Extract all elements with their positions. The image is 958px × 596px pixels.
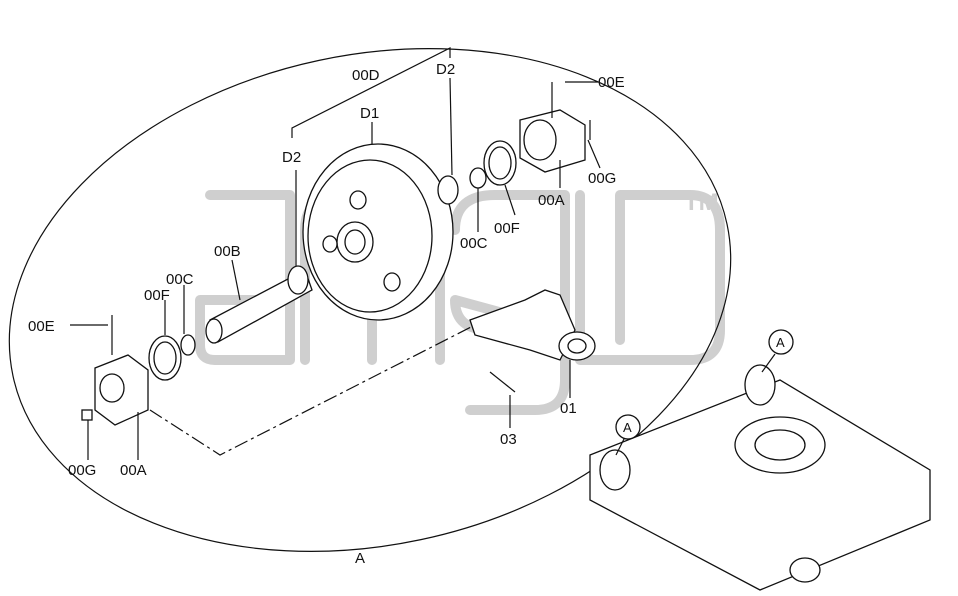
shaft [205,265,313,344]
label-detail-A1: A [776,335,785,350]
assembly-axis [149,324,476,456]
trademark-mark: TM [684,189,719,216]
d-group-bracket [291,47,451,138]
label-00F-left: 00F [144,287,170,304]
label-D1: D1 [360,105,379,122]
label-00C-top: 00C [460,235,488,252]
label-01: 01 [560,400,577,417]
label-00E-left: 00E [28,318,55,335]
callout-labels: 00D D1 D2 D2 00E 00E 00A 00A 00G 00G 00F… [28,61,785,567]
bracket-left [81,315,149,426]
label-00B: 00B [214,243,241,260]
d2-top-leader [449,77,453,176]
label-D2-left: D2 [282,149,301,166]
left-rings [148,334,196,381]
label-00A-top: 00A [538,192,565,209]
label-00A-left: 00A [120,462,147,479]
label-00G-left: 00G [68,462,96,479]
label-00F-top: 00F [494,220,520,237]
label-00G-top: 00G [588,170,616,187]
section-ellipse [8,48,732,552]
bolt [489,371,516,393]
label-detail-A2: A [623,420,632,435]
bracket-right [519,82,591,173]
collar-right [437,140,517,205]
arm-bracket [469,289,596,361]
undercarriage-frame [589,329,931,591]
label-D2-top: D2 [436,61,455,78]
leader-lines [70,81,601,460]
label-00D: 00D [352,67,380,84]
idler-wheel [302,143,454,321]
label-00C-left: 00C [166,271,194,288]
label-00E-top: 00E [598,74,625,91]
label-section-A: A [355,550,365,567]
label-03: 03 [500,431,517,448]
